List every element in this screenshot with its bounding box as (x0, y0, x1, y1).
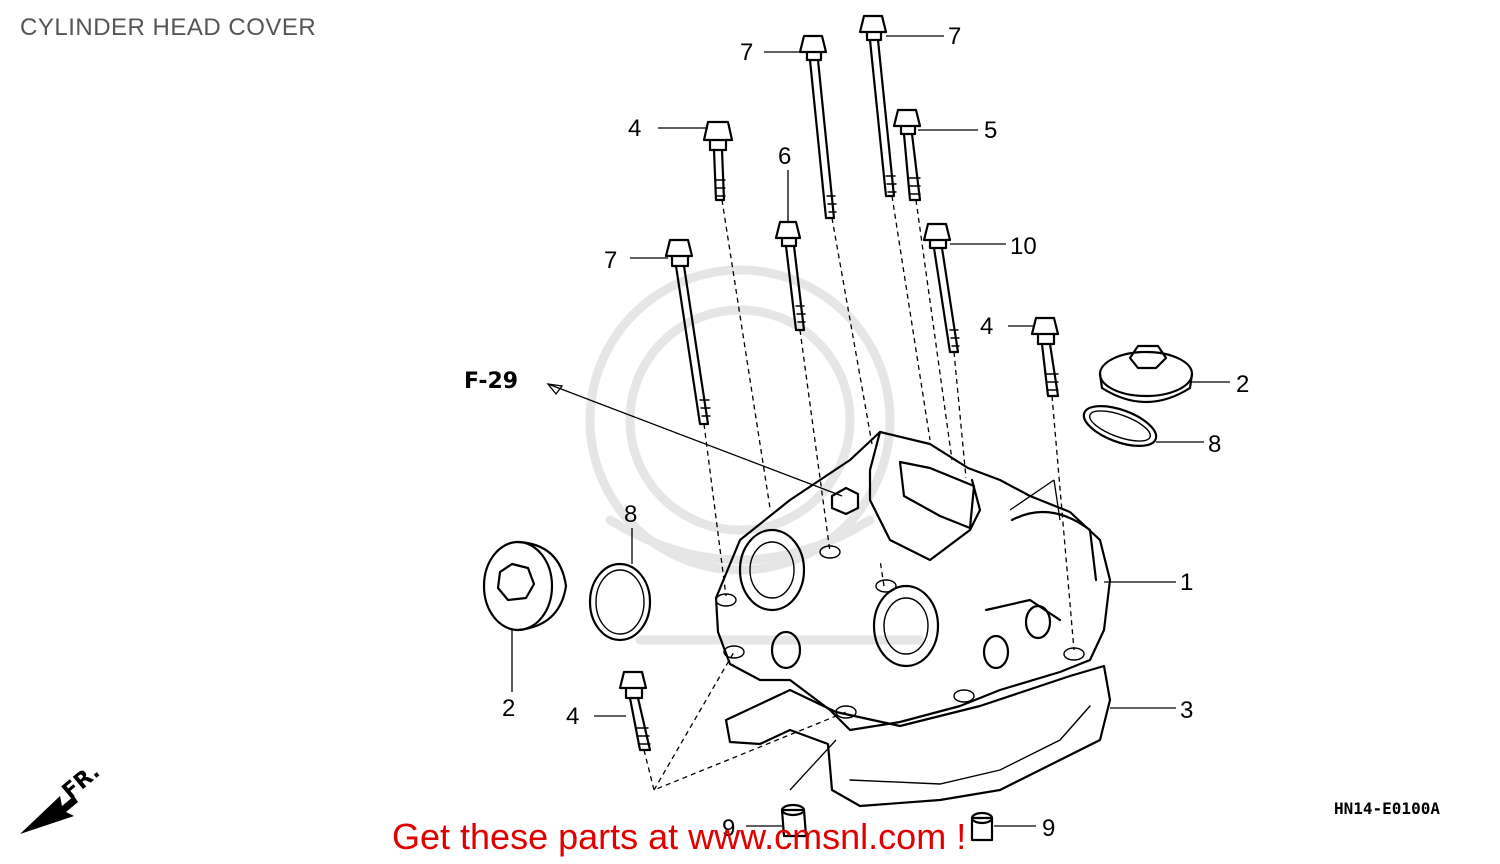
front-direction-marker: FR. (20, 759, 105, 834)
callout-9-right: 9 (1042, 815, 1055, 842)
bolt-7-top-right (858, 14, 897, 198)
get-parts-banner: Get these parts at www.cmsnl.com ! (392, 816, 967, 857)
callout-7-top-left: 7 (740, 39, 753, 66)
oil-filler-cap-right (1098, 344, 1194, 404)
leader-lines (511, 35, 1230, 827)
dowel-pin-right (970, 811, 994, 842)
callout-7-top-right: 7 (948, 23, 961, 50)
o-ring-right (1082, 405, 1158, 447)
callout-2-left: 2 (502, 695, 515, 722)
bolt-4-right (1030, 316, 1060, 398)
callout-2-top: 2 (1236, 371, 1249, 398)
callout-10: 10 (1010, 233, 1037, 260)
callout-4-right: 4 (980, 313, 993, 340)
cover-gasket (724, 664, 1112, 808)
callout-8-right: 8 (1208, 431, 1221, 458)
callout-labels: 4 7 7 5 6 7 10 4 2 8 1 3 8 2 4 9 9 (502, 23, 1249, 842)
bolt-10 (922, 222, 960, 354)
oil-filler-cap-left (482, 540, 568, 632)
callout-6: 6 (778, 143, 791, 170)
o-ring-left (588, 562, 652, 642)
dowel-pin-left (780, 803, 808, 838)
callout-4-bottom: 4 (566, 703, 579, 730)
callout-4-top: 4 (628, 115, 641, 142)
page-title: CYLINDER HEAD COVER (20, 14, 317, 41)
bolt-5 (892, 108, 922, 202)
callout-5: 5 (984, 117, 997, 144)
callout-3: 3 (1180, 697, 1193, 724)
front-arrow-icon (20, 796, 78, 834)
alignment-lines (643, 195, 1075, 791)
callout-7-left: 7 (604, 247, 617, 274)
cylinder-head-cover (714, 430, 1112, 732)
bolt-4-top (702, 120, 734, 202)
callout-9-left: 9 (722, 815, 735, 842)
bolt-7-top-left (798, 34, 837, 220)
bolt-4-bottom (618, 670, 652, 752)
front-marker-label: FR. (58, 759, 105, 804)
figure-reference: F-29 (464, 369, 518, 394)
diagram-code: HN14-E0100A (1334, 799, 1440, 818)
callout-8-left: 8 (624, 501, 637, 528)
callout-1: 1 (1180, 569, 1193, 596)
